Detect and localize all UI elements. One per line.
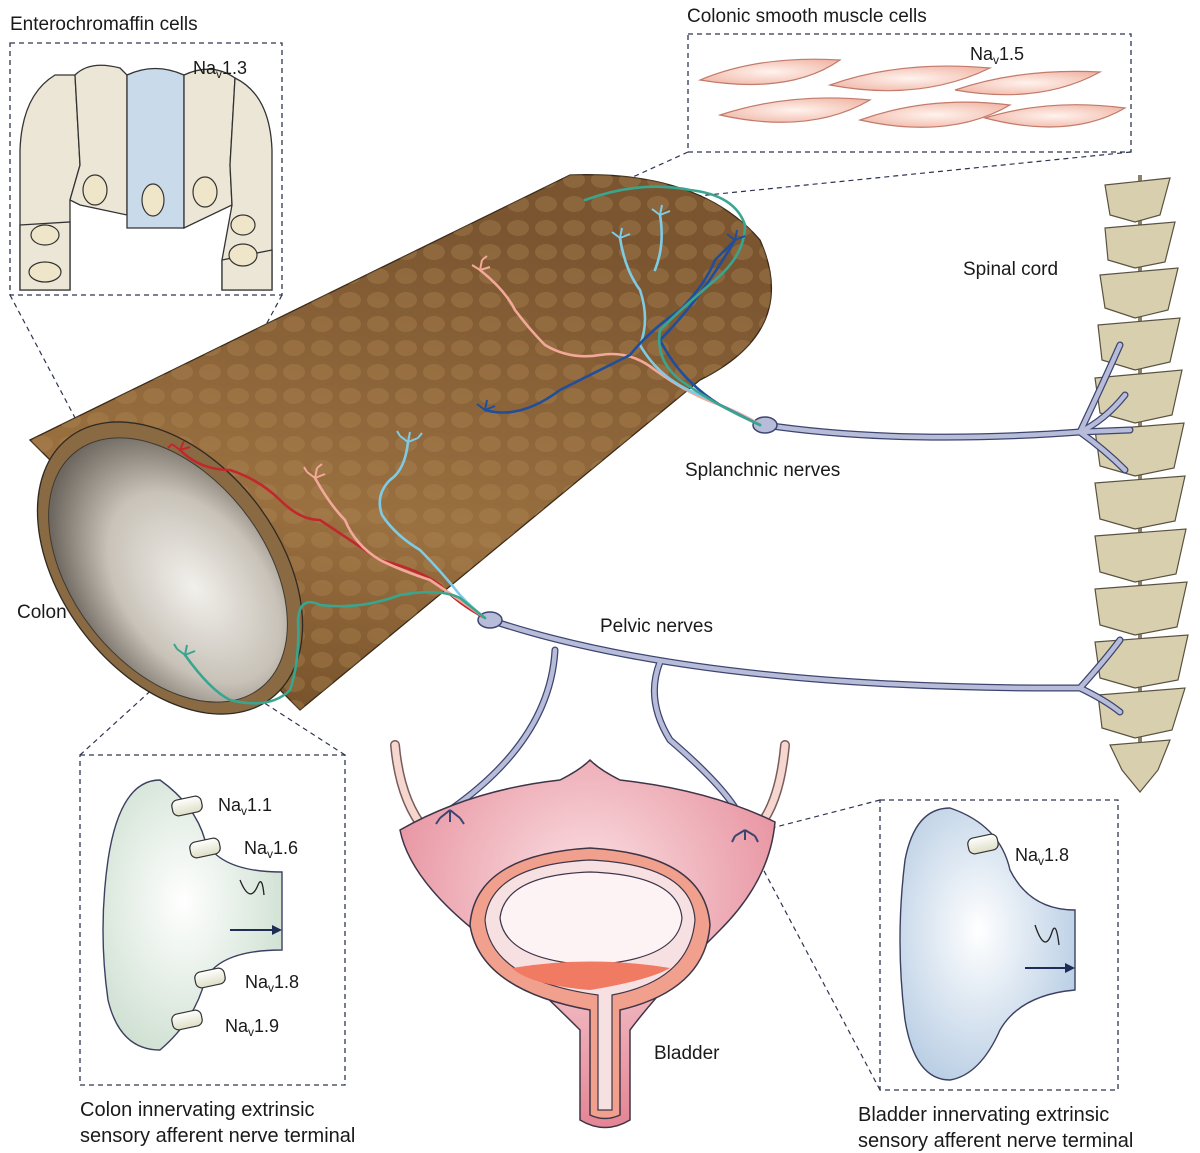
bladder-organ xyxy=(395,745,785,1128)
channel-label-nav18-bladder: Nav1.8 xyxy=(1015,845,1069,868)
channel-label-nav13: Nav1.3 xyxy=(193,58,247,81)
colon-terminal-caption-line1: Colon innervating extrinsic xyxy=(80,1099,315,1122)
smooth-muscle-inset xyxy=(688,34,1131,152)
channel-label-nav16: Nav1.6 xyxy=(244,838,298,861)
channel-label-nav18-colon: Nav1.8 xyxy=(245,972,299,995)
channel-label-nav11: Nav1.1 xyxy=(218,795,272,818)
pelvic-nerves-label: Pelvic nerves xyxy=(600,616,713,638)
bladder-terminal-caption-line2: sensory afferent nerve terminal xyxy=(858,1130,1133,1153)
enterochromaffin-cells-label: Enterochromaffin cells xyxy=(10,14,198,36)
channel-label-nav15: Nav1.5 xyxy=(970,44,1024,67)
spinal-cord xyxy=(1095,175,1188,792)
splanchnic-ganglion xyxy=(753,417,777,433)
spinal-cord-label: Spinal cord xyxy=(963,259,1058,281)
channel-label-nav19: Nav1.9 xyxy=(225,1016,279,1039)
colon-terminal-caption-line2: sensory afferent nerve terminal xyxy=(80,1125,355,1148)
colon-label: Colon xyxy=(17,602,67,624)
colon-terminal-inset xyxy=(80,755,345,1085)
bladder-terminal-inset xyxy=(880,800,1118,1090)
bladder-label: Bladder xyxy=(654,1043,720,1065)
splanchnic-nerves-label: Splanchnic nerves xyxy=(685,460,840,482)
bladder-terminal-caption-line1: Bladder innervating extrinsic xyxy=(858,1104,1109,1127)
smooth-muscle-cells-label: Colonic smooth muscle cells xyxy=(687,6,927,28)
